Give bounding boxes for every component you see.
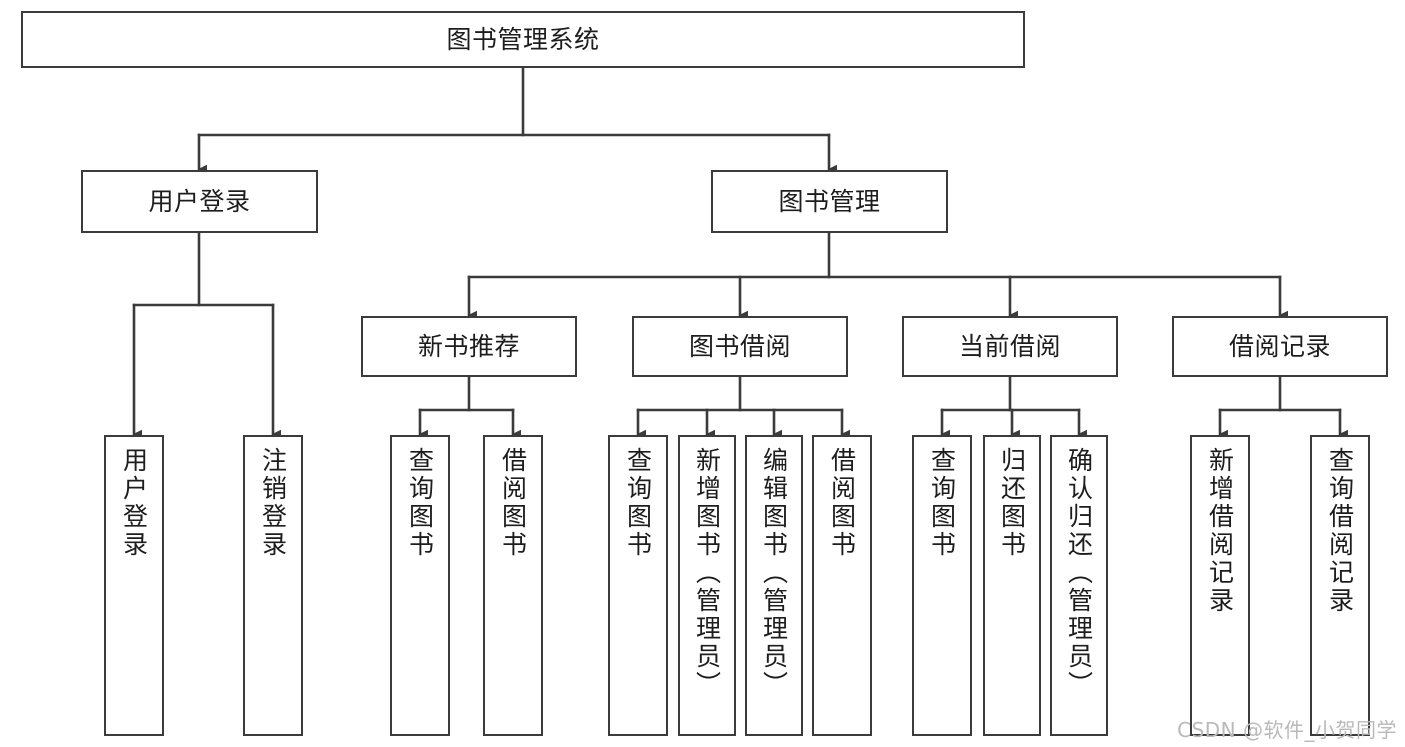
leaf-node-查询图书-8[interactable]: 查询图书 xyxy=(912,435,972,736)
node-label: 当前借阅 xyxy=(958,331,1061,361)
level2-node-借阅记录-3[interactable]: 借阅记录 xyxy=(1172,316,1388,377)
leaf-node-新增图书管理员-5[interactable]: 新增图书（管理员） xyxy=(678,435,736,736)
node-label: 图书借阅 xyxy=(688,331,791,361)
level1-node-用户登录-0[interactable]: 用户登录 xyxy=(81,170,318,233)
node-label: 归还图书 xyxy=(997,447,1027,559)
leaf-node-借阅图书-3[interactable]: 借阅图书 xyxy=(483,435,543,736)
node-label: 借阅图书 xyxy=(827,447,857,559)
level2-node-新书推荐-0[interactable]: 新书推荐 xyxy=(361,316,577,377)
node-label: 新书推荐 xyxy=(417,331,520,361)
leaf-node-查询图书-4[interactable]: 查询图书 xyxy=(608,435,668,736)
leaf-node-编辑图书管理员-6[interactable]: 编辑图书（管理员） xyxy=(745,435,803,736)
node-label: 查询图书 xyxy=(927,447,957,559)
node-label: 确认归还（管理员） xyxy=(1064,447,1094,699)
root-node-图书管理系统[interactable]: 图书管理系统 xyxy=(21,11,1025,68)
node-label: 查询图书 xyxy=(405,447,435,559)
leaf-node-归还图书-9[interactable]: 归还图书 xyxy=(983,435,1041,736)
level1-node-图书管理-1[interactable]: 图书管理 xyxy=(711,170,948,233)
level2-node-图书借阅-1[interactable]: 图书借阅 xyxy=(632,316,848,377)
node-label: 查询借阅记录 xyxy=(1325,447,1355,615)
node-label: 借阅记录 xyxy=(1228,331,1331,361)
node-label: 新增借阅记录 xyxy=(1205,447,1235,615)
leaf-node-查询图书-2[interactable]: 查询图书 xyxy=(390,435,450,736)
leaf-node-新增借阅记录-11[interactable]: 新增借阅记录 xyxy=(1190,435,1250,736)
leaf-node-查询借阅记录-12[interactable]: 查询借阅记录 xyxy=(1310,435,1370,736)
leaf-node-用户登录-0[interactable]: 用户登录 xyxy=(104,435,164,736)
node-label: 查询图书 xyxy=(623,447,653,559)
level2-node-当前借阅-2[interactable]: 当前借阅 xyxy=(902,316,1118,377)
leaf-node-确认归还管理员-10[interactable]: 确认归还（管理员） xyxy=(1050,435,1108,736)
leaf-node-借阅图书-7[interactable]: 借阅图书 xyxy=(812,435,872,736)
node-label: 借阅图书 xyxy=(498,447,528,559)
connector-lines xyxy=(132,66,1348,439)
node-label: 新增图书（管理员） xyxy=(692,447,722,699)
node-label: 图书管理 xyxy=(778,186,881,216)
node-label: 编辑图书（管理员） xyxy=(759,447,789,699)
node-label: 注销登录 xyxy=(258,447,288,559)
node-label: 图书管理系统 xyxy=(446,24,600,54)
node-label: 用户登录 xyxy=(119,447,149,559)
leaf-node-注销登录-1[interactable]: 注销登录 xyxy=(243,435,303,736)
node-label: 用户登录 xyxy=(148,186,251,216)
